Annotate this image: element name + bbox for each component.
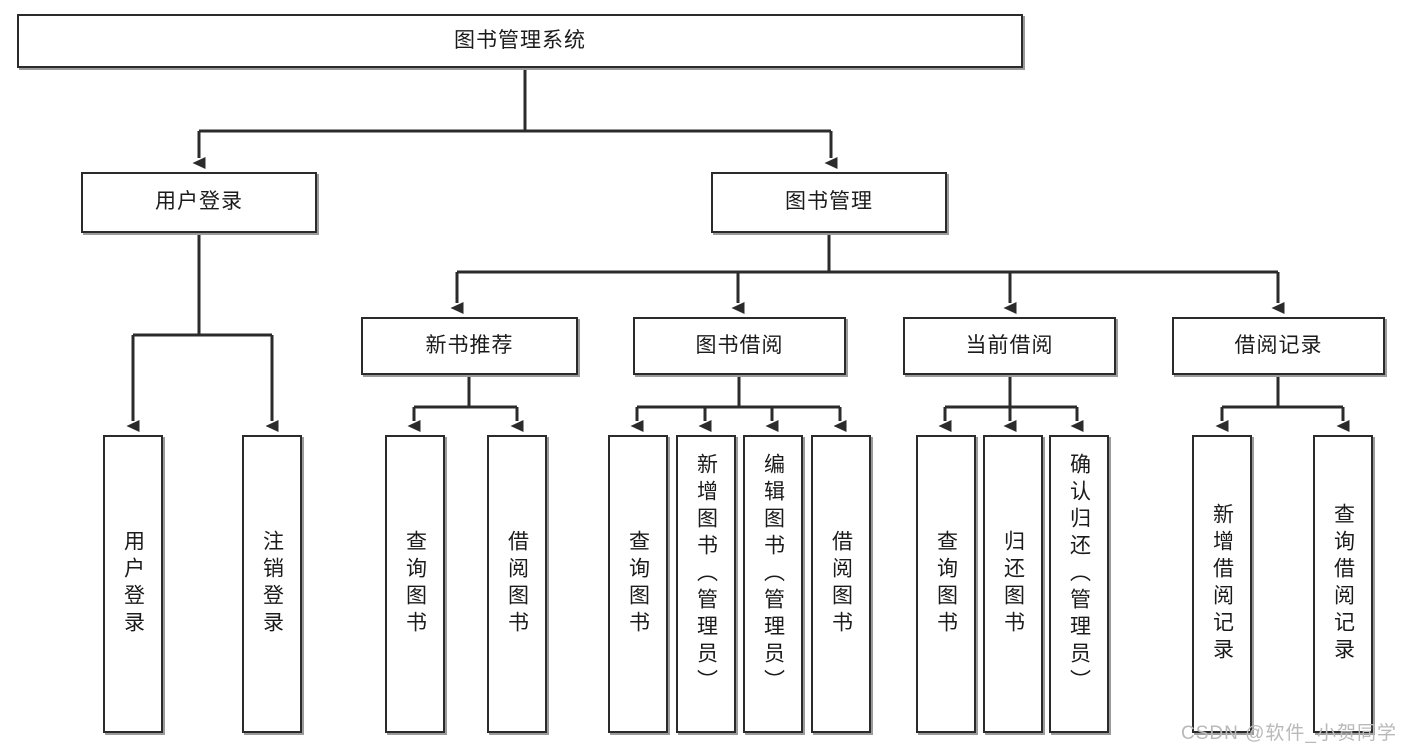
leaf-add-borrow-record[interactable]: 新增借阅记录 xyxy=(1192,435,1252,733)
node-user-login-label: 用户登录 xyxy=(155,190,243,214)
leaf-edit-book-admin[interactable]: 编辑图书（管理员） xyxy=(743,435,803,733)
node-book-borrow-label: 图书借阅 xyxy=(695,333,784,357)
node-root[interactable]: 图书管理系统 xyxy=(17,14,1023,68)
leaf-add-book-admin[interactable]: 新增图书（管理员） xyxy=(676,435,736,733)
leaf-query-book-3[interactable]: 查询图书 xyxy=(916,435,976,733)
node-root-label: 图书管理系统 xyxy=(454,28,586,52)
leaf-confirm-return-admin[interactable]: 确认归还（管理员） xyxy=(1049,435,1109,733)
node-current-borrow[interactable]: 当前借阅 xyxy=(903,317,1116,375)
node-book-manage[interactable]: 图书管理 xyxy=(711,172,947,233)
node-book-borrow[interactable]: 图书借阅 xyxy=(633,317,846,375)
node-new-book-recommend-label: 新书推荐 xyxy=(425,333,514,357)
leaf-add-book-admin-label: 新增图书（管理员） xyxy=(694,453,718,696)
leaf-query-borrow-record[interactable]: 查询借阅记录 xyxy=(1313,435,1373,733)
leaf-query-borrow-record-label: 查询借阅记录 xyxy=(1331,503,1355,665)
leaf-query-book-3-label: 查询图书 xyxy=(934,530,958,638)
node-user-login[interactable]: 用户登录 xyxy=(81,172,317,233)
watermark: CSDN @软件_小贺同学 xyxy=(1181,723,1397,744)
leaf-query-book-1[interactable]: 查询图书 xyxy=(385,435,445,733)
leaf-add-borrow-record-label: 新增借阅记录 xyxy=(1210,503,1234,665)
leaf-query-book-1-label: 查询图书 xyxy=(403,530,427,638)
node-current-borrow-label: 当前借阅 xyxy=(965,333,1054,357)
leaf-borrow-book-1[interactable]: 借阅图书 xyxy=(487,435,547,733)
leaf-query-book-2-label: 查询图书 xyxy=(626,530,650,638)
leaf-return-book[interactable]: 归还图书 xyxy=(983,435,1043,733)
node-borrow-record[interactable]: 借阅记录 xyxy=(1172,317,1385,375)
leaf-user-login[interactable]: 用户登录 xyxy=(103,435,163,733)
leaf-borrow-book-2-label: 借阅图书 xyxy=(829,530,853,638)
leaf-user-logout[interactable]: 注销登录 xyxy=(242,435,302,733)
node-book-manage-label: 图书管理 xyxy=(785,190,873,214)
node-borrow-record-label: 借阅记录 xyxy=(1234,333,1323,357)
leaf-borrow-book-2[interactable]: 借阅图书 xyxy=(811,435,871,733)
leaf-user-login-label: 用户登录 xyxy=(121,530,145,638)
leaf-query-book-2[interactable]: 查询图书 xyxy=(608,435,668,733)
leaf-borrow-book-1-label: 借阅图书 xyxy=(505,530,529,638)
leaf-edit-book-admin-label: 编辑图书（管理员） xyxy=(761,453,785,696)
node-new-book-recommend[interactable]: 新书推荐 xyxy=(361,317,578,375)
leaf-confirm-return-admin-label: 确认归还（管理员） xyxy=(1067,453,1091,696)
leaf-return-book-label: 归还图书 xyxy=(1001,530,1025,638)
leaf-user-logout-label: 注销登录 xyxy=(260,530,284,638)
